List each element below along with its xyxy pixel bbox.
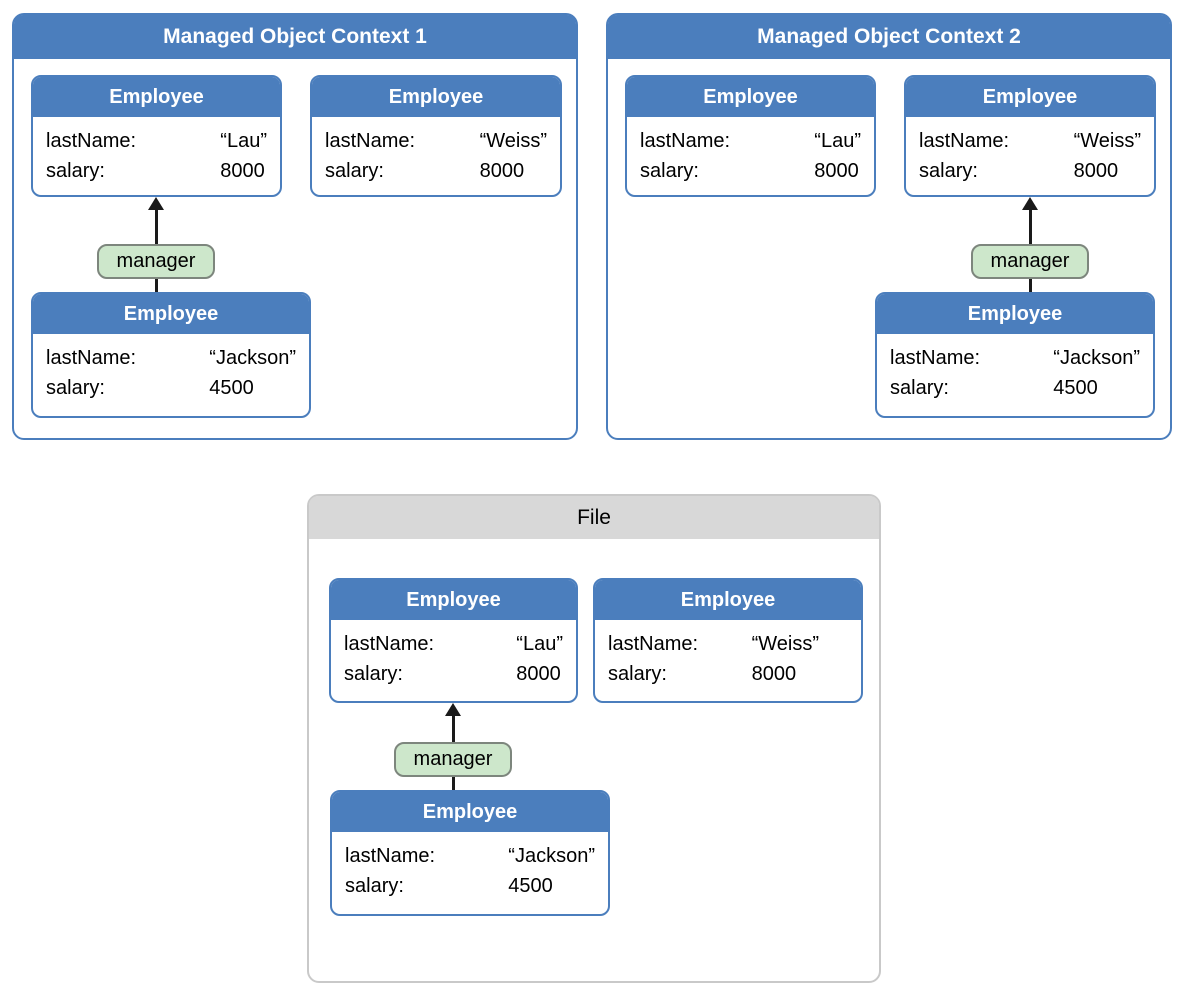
employee-card-jackson: Employee lastName: “Jackson” salary: 450… (330, 790, 610, 916)
attribute-label: salary: (325, 160, 384, 182)
attribute-value: 4500 (209, 377, 254, 399)
manager-relationship-pill: manager (96, 244, 216, 279)
panel-title-bar: File (309, 496, 879, 539)
entity-title: Employee (33, 294, 309, 334)
entity-title: Employee (906, 77, 1154, 117)
manager-relationship-connector: manager (960, 197, 1100, 292)
connector-line (451, 716, 455, 742)
attribute-value: “Jackson” (508, 845, 595, 867)
attribute-value: “Lau” (516, 633, 563, 655)
entity-attributes: lastName: “Lau” salary: 8000 (33, 117, 280, 186)
entity-attributes: lastName: “Lau” salary: 8000 (627, 117, 874, 186)
managed-object-context-2-panel: Managed Object Context 2 Employee lastNa… (606, 13, 1172, 440)
attribute-label: lastName: (890, 347, 981, 369)
file-panel: File Employee lastName: “Lau” salary: 80… (307, 494, 881, 983)
attribute-value: 8000 (220, 160, 265, 182)
entity-title: Employee (332, 792, 608, 832)
attribute-value: 4500 (1053, 377, 1098, 399)
attribute-value: 4500 (508, 875, 553, 897)
employee-card-lau: Employee lastName: “Lau” salary: 8000 (329, 578, 578, 703)
connector-line (1028, 279, 1032, 292)
entity-title: Employee (877, 294, 1153, 334)
entity-title: Employee (331, 580, 576, 620)
attribute-value: “Weiss” (479, 130, 547, 152)
attribute-value: “Lau” (814, 130, 861, 152)
attribute-label: lastName: (46, 347, 137, 369)
entity-title: Employee (33, 77, 280, 117)
manager-relationship-pill: manager (393, 742, 513, 777)
connector-line (154, 279, 158, 292)
connector-line (154, 210, 158, 244)
attribute-label: lastName: (325, 130, 416, 152)
attribute-label: lastName: (345, 845, 436, 867)
connector-line (451, 777, 455, 790)
attribute-label: salary: (608, 663, 667, 685)
entity-attributes: lastName: “Weiss” salary: 8000 (312, 117, 560, 186)
attribute-label: salary: (919, 160, 978, 182)
entity-title: Employee (595, 580, 861, 620)
panel-title: File (577, 505, 611, 529)
attribute-value: “Jackson” (209, 347, 296, 369)
entity-attributes: lastName: “Weiss” salary: 8000 (595, 620, 861, 689)
entity-attributes: lastName: “Jackson” salary: 4500 (877, 334, 1153, 403)
attribute-value: 8000 (516, 663, 561, 685)
arrow-up-icon (1022, 197, 1038, 210)
manager-relationship-connector: manager (383, 703, 523, 790)
attribute-label: salary: (46, 160, 105, 182)
attribute-value: “Weiss” (1073, 130, 1141, 152)
entity-attributes: lastName: “Weiss” salary: 8000 (906, 117, 1154, 186)
attribute-value: 8000 (1073, 160, 1119, 182)
attribute-value: 8000 (751, 663, 797, 685)
attribute-label: lastName: (608, 633, 699, 655)
entity-attributes: lastName: “Jackson” salary: 4500 (332, 832, 608, 901)
panel-title: Managed Object Context 2 (757, 25, 1021, 48)
attribute-label: salary: (46, 377, 105, 399)
attribute-label: lastName: (919, 130, 1010, 152)
attribute-value: “Weiss” (751, 633, 819, 655)
employee-card-jackson: Employee lastName: “Jackson” salary: 450… (31, 292, 311, 418)
employee-card-lau: Employee lastName: “Lau” salary: 8000 (31, 75, 282, 197)
attribute-value: 8000 (814, 160, 859, 182)
attribute-label: salary: (345, 875, 404, 897)
attribute-label: lastName: (640, 130, 731, 152)
connector-line (1028, 210, 1032, 244)
attribute-label: salary: (640, 160, 699, 182)
employee-card-weiss: Employee lastName: “Weiss” salary: 8000 (593, 578, 863, 703)
entity-title: Employee (627, 77, 874, 117)
arrow-up-icon (445, 703, 461, 716)
managed-object-context-1-panel: Managed Object Context 1 Employee lastNa… (12, 13, 578, 440)
entity-attributes: lastName: “Jackson” salary: 4500 (33, 334, 309, 403)
manager-relationship-pill: manager (970, 244, 1090, 279)
panel-title: Managed Object Context 1 (163, 25, 427, 48)
panel-title-bar: Managed Object Context 1 (14, 15, 576, 59)
manager-relationship-connector: manager (86, 197, 226, 292)
attribute-label: lastName: (46, 130, 137, 152)
entity-attributes: lastName: “Lau” salary: 8000 (331, 620, 576, 689)
employee-card-lau: Employee lastName: “Lau” salary: 8000 (625, 75, 876, 197)
employee-card-jackson: Employee lastName: “Jackson” salary: 450… (875, 292, 1155, 418)
attribute-label: salary: (344, 663, 403, 685)
attribute-value: 8000 (479, 160, 525, 182)
attribute-value: “Lau” (220, 130, 267, 152)
attribute-label: lastName: (344, 633, 435, 655)
entity-title: Employee (312, 77, 560, 117)
arrow-up-icon (148, 197, 164, 210)
employee-card-weiss: Employee lastName: “Weiss” salary: 8000 (904, 75, 1156, 197)
attribute-label: salary: (890, 377, 949, 399)
attribute-value: “Jackson” (1053, 347, 1140, 369)
employee-card-weiss: Employee lastName: “Weiss” salary: 8000 (310, 75, 562, 197)
panel-title-bar: Managed Object Context 2 (608, 15, 1170, 59)
